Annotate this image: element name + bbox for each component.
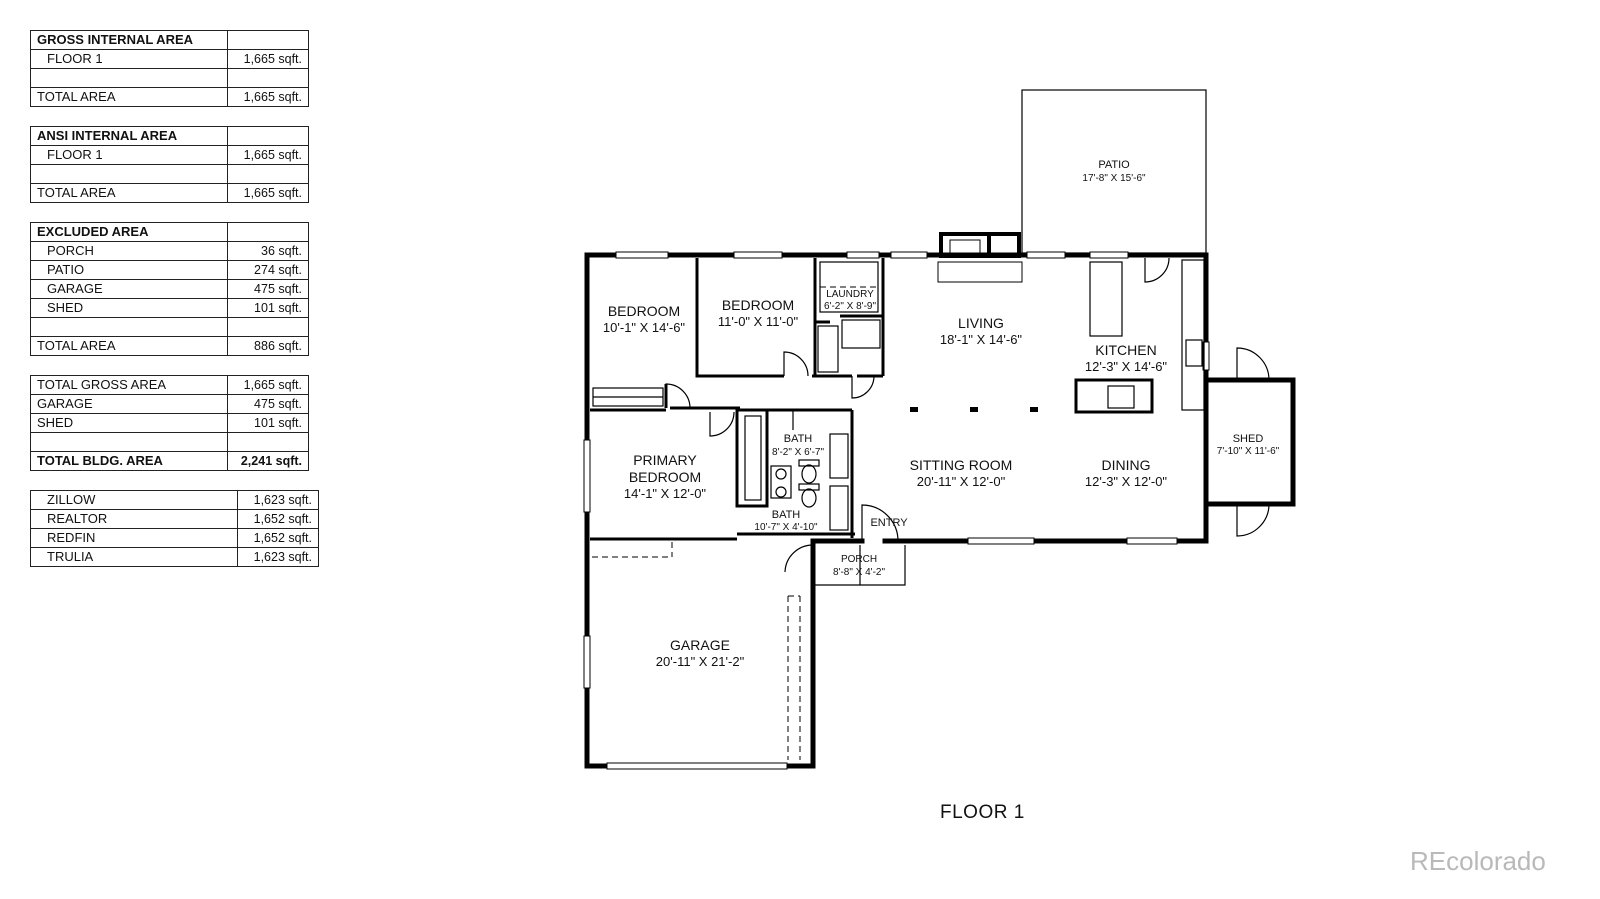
area-value: 475 sqft. xyxy=(227,279,309,299)
bedroom-2-dims: 11'-0" X 11'-0" xyxy=(718,314,799,329)
porch-outline xyxy=(813,545,906,586)
area-label: GARAGE xyxy=(30,394,228,414)
floor-label: FLOOR 1 xyxy=(940,802,1025,823)
watermark-logo: REcolorado xyxy=(1410,846,1546,876)
area-value: 101 sqft. xyxy=(227,298,309,318)
living-dims: 18'-1" X 14'-6" xyxy=(940,332,1023,347)
sitting-room-dims: 20'-11" X 12'-0" xyxy=(917,474,1006,489)
patio-name: PATIO xyxy=(1098,159,1130,171)
area-value: 1,665 sqft. xyxy=(227,183,309,203)
area-value: 274 sqft. xyxy=(227,260,309,280)
area-value: 1,665 sqft. xyxy=(227,87,309,107)
area-label: SHED xyxy=(30,413,228,433)
garage-name: GARAGE xyxy=(670,637,730,653)
windows xyxy=(583,251,1210,770)
laundry-name: LAUNDRY xyxy=(826,289,874,300)
sitting-room-name: SITTING ROOM xyxy=(910,457,1013,473)
room-labels: PATIO 17'-8" X 15'-6" BEDROOM 10'-1" X 1… xyxy=(603,159,1280,669)
porch-dims: 8'-8" X 4'-2" xyxy=(833,567,886,578)
bedroom-1-dims: 10'-1" X 14'-6" xyxy=(603,320,686,335)
bath-1-dims: 8'-2" X 6'-7" xyxy=(772,447,825,458)
table-row: GROSS INTERNAL AREA xyxy=(30,30,309,50)
area-value: 2,241 sqft. xyxy=(227,451,309,471)
table-row xyxy=(30,164,309,184)
porch-name: PORCH xyxy=(841,554,877,565)
room-divider xyxy=(910,407,1038,412)
kitchen-dims: 12'-3" X 14'-6" xyxy=(1085,359,1168,374)
fixtures xyxy=(592,259,1205,531)
area-label: TOTAL BLDG. AREA xyxy=(30,451,228,471)
patio-dims: 17'-8" X 15'-6" xyxy=(1082,173,1146,184)
laundry-dims: 6'-2" X 8'-9" xyxy=(824,301,877,312)
table-row xyxy=(30,68,309,88)
bath-1-name: BATH xyxy=(784,433,813,445)
area-label: TOTAL AREA xyxy=(30,336,228,356)
entry-name: ENTRY xyxy=(870,517,908,529)
area-value: 1,665 sqft. xyxy=(227,375,309,395)
doors xyxy=(665,257,1270,573)
bath-2-dims: 10'-7" X 4'-10" xyxy=(754,522,818,533)
dining-dims: 12'-3" X 12'-0" xyxy=(1085,474,1168,489)
bath-2-name: BATH xyxy=(772,509,801,521)
area-label: TRULIA xyxy=(30,547,238,567)
shed-name: SHED xyxy=(1233,433,1264,445)
area-value: 475 sqft. xyxy=(227,394,309,414)
area-value: 1,623 sqft. xyxy=(237,547,319,567)
dining-name: DINING xyxy=(1102,457,1151,473)
area-label: ANSI INTERNAL AREA xyxy=(30,126,228,146)
area-label: TOTAL AREA xyxy=(30,87,228,107)
bedroom-2-name: BEDROOM xyxy=(722,297,794,313)
kitchen-name: KITCHEN xyxy=(1095,342,1156,358)
primary-bedroom-name-1: PRIMARY xyxy=(633,452,697,468)
interior-walls xyxy=(590,258,885,541)
garage-details xyxy=(592,542,801,760)
area-label: TOTAL AREA xyxy=(30,183,228,203)
living-name: LIVING xyxy=(958,315,1004,331)
primary-bedroom-name-2: BEDROOM xyxy=(629,469,701,485)
shed-dims: 7'-10" X 11'-6" xyxy=(1217,446,1280,457)
bedroom-1-name: BEDROOM xyxy=(608,303,680,319)
primary-bedroom-dims: 14'-1" X 12'-0" xyxy=(624,486,707,501)
area-value: 101 sqft. xyxy=(227,413,309,433)
chimney xyxy=(937,232,1023,283)
area-value: 886 sqft. xyxy=(227,336,309,356)
area-label: REALTOR xyxy=(30,509,238,529)
area-value: 1,665 sqft. xyxy=(227,145,309,165)
garage-dims: 20'-11" X 21'-2" xyxy=(656,654,745,669)
patio-outline xyxy=(1021,89,1207,254)
